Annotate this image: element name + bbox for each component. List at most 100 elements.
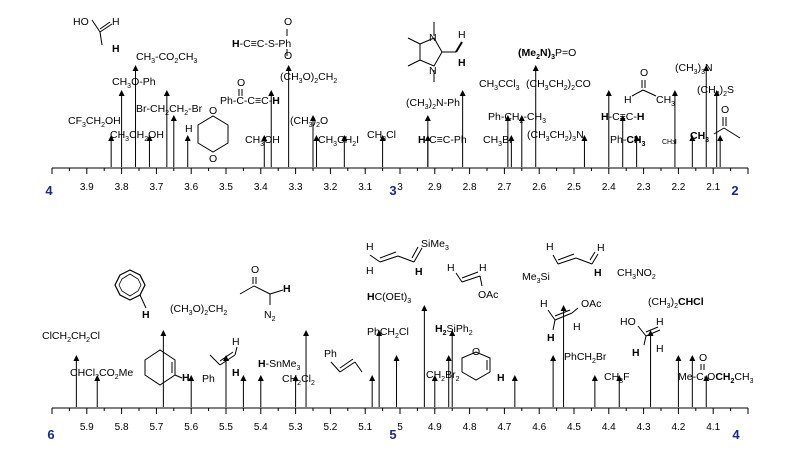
label-dimethoxymethane: (CH3O)2CH2 [170,303,227,317]
cyclooctatetraene-structure: H [114,269,150,321]
svg-text:H: H [573,321,581,333]
tick-label: 4.7 [497,422,511,433]
label-toluene: Ph-CH3 [610,134,646,148]
vinyl-acetate-structure-1: H H OAc [447,262,498,301]
svg-text:H-C≡C-S-Ph: H-C≡C-S-Ph [232,38,291,50]
vinyl-alcohol-structure: HO H H [73,16,120,55]
svg-text:H: H [497,372,505,384]
svg-text:HO: HO [73,16,89,28]
svg-text:H: H [597,242,605,254]
major-label-6: 6 [47,427,54,442]
silyl-diene-structure-2: H H Me3Si H [522,241,605,285]
major-label-5: 5 [389,427,396,442]
svg-text:N2: N2 [264,309,276,323]
label-methyl-dichloroacetate: CHCl2CO2Me [70,367,133,381]
svg-text:H: H [656,343,664,355]
tick-label: 3.5 [219,182,233,193]
tick-label: 4.6 [532,422,546,433]
label-dimethoxymethane: (CH3O)2CH2 [280,71,337,85]
svg-text:H: H [624,94,632,106]
dihydropyran-structure: O H [461,346,505,384]
svg-text:H: H [112,16,120,28]
label-dichloromethane: CH2Cl2 [282,373,315,387]
svg-text:H: H [232,367,240,379]
tick-label: 4.8 [463,422,477,433]
label-trichloroethane: CH3CCl3 [479,78,520,92]
svg-text:Ph-C-C≡C-H: Ph-C-C≡C-H [220,95,280,107]
silyl-diene-structure: H H H SiMe3 [366,238,449,278]
svg-text:O: O [209,105,217,117]
major-label-3: 3 [389,183,396,198]
styrene-structure-1: Ph H H [202,336,240,385]
tick-label: 2.7 [497,182,511,193]
label-dimethyl-ether: (CH3)2O [290,115,328,129]
svg-text:H: H [632,347,640,359]
styrene-structure-2: Ph [324,348,363,373]
ethynyl-ketone-structure: O Ph-C-C≡C-H [220,77,280,107]
svg-text:Ph: Ph [202,373,215,385]
svg-text:H: H [447,262,455,274]
svg-text:H: H [182,372,190,384]
tick-label: 2.4 [602,182,616,193]
tick-label: 3 [397,182,403,193]
svg-text:H: H [185,123,193,135]
label-dibromomethane: CH2Br2 [426,369,460,383]
svg-text:H: H [656,316,664,328]
label-methyl-acetate: CH3-CO2CH3 [136,51,197,65]
vinyl-alcohol-structure-2: HO H H H [620,316,664,359]
label-ethanol: CH3CH2OH [110,129,164,143]
svg-text:H: H [415,266,423,278]
label-acetylene: H-C≡C-H [601,111,644,123]
tick-label: 4.5 [567,422,581,433]
svg-text:H: H [366,241,374,253]
tick-label: 3.3 [289,182,303,193]
label-trifluoroethanol: CF3CH2OH [68,115,121,129]
svg-text:O: O [721,104,729,116]
tick-label: 5.5 [219,422,233,433]
label-ethylbenzene: Ph-CH2-CH3 [488,111,546,125]
acetaldehyde-structure: O H CH3 [624,67,675,108]
tick-label: 2.5 [567,182,581,193]
tick-label: 3.7 [149,182,163,193]
label-isopropyl-chloride: (CH3)2CHCl [648,296,704,310]
svg-text:H: H [142,309,150,321]
imidazoline-structure: N N H H [407,22,466,82]
svg-text:SiMe3: SiMe3 [421,238,449,252]
label-trimethylamine: (CH3)3N [675,62,713,76]
tick-label: 4.3 [637,422,651,433]
label-methyl-iodide: CH3I [662,139,677,146]
svg-text:H: H [112,43,120,55]
label-ethyl-iodide: CH3CH2I [318,134,359,148]
label-diphenylsilane: H2SiPh2 [435,323,473,337]
svg-text:O: O [237,77,245,89]
major-label-2: 2 [731,183,738,198]
svg-text:O: O [699,352,707,364]
label-triethyl-orthoformate: HC(OEt)3 [367,291,411,305]
tick-label: 4.9 [428,422,442,433]
tick-label: 3.8 [115,182,129,193]
tick-label: 5.8 [115,422,129,433]
svg-text:N: N [429,32,437,44]
svg-text:H: H [458,29,466,41]
tick-label: 5.2 [323,422,337,433]
svg-text:H: H [232,336,240,348]
label-nitromethane: CH3NO2 [617,267,656,281]
tick-label: 4.2 [671,422,685,433]
svg-text:O: O [209,153,217,165]
svg-text:CH3: CH3 [656,94,675,108]
tick-label: 2.1 [706,182,720,193]
label-diethyl-ketone: (CH3CH2)2CO [526,78,591,92]
tick-label: 2.9 [428,182,442,193]
label-benzyl-chloride: PhCH2Cl [367,326,409,340]
svg-text:H: H [594,267,602,279]
tick-label: 3.1 [358,182,372,193]
svg-text:OAc: OAc [478,289,498,301]
svg-text:Me3Si: Me3Si [522,271,550,285]
svg-text:H: H [458,57,466,69]
svg-text:O: O [284,50,292,62]
tick-label: 3.4 [254,182,268,193]
tick-label: 3.6 [184,182,198,193]
svg-text:O: O [251,264,259,276]
